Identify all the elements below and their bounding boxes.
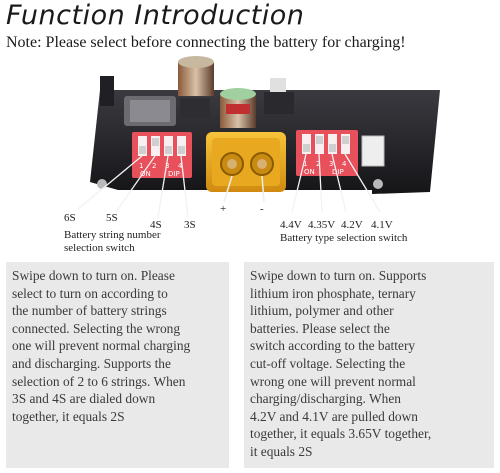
panel-line: batteries. Please select the (250, 320, 390, 336)
panel-line: it equals 2S (250, 443, 313, 459)
panel-line: together, it equals 2S (12, 408, 125, 424)
dip-number: 1 (139, 162, 143, 170)
panel-line: the number of battery strings (12, 303, 167, 319)
plus-terminal-label: + (220, 203, 226, 215)
panel-line: cut-off voltage. Selecting the (250, 355, 406, 371)
minus-terminal-label: - (260, 203, 264, 215)
dip-on-label: ON (140, 170, 151, 178)
string-caption-line-1: Battery string number (64, 229, 161, 241)
panel-line: together, it equals 3.65V together, (250, 426, 432, 442)
voltage-label-4-35v: 4.35V (308, 219, 336, 231)
dip-dip-label: DIP (332, 168, 344, 176)
voltage-label-4-4v: 4.4V (280, 219, 302, 231)
voltage-label-4-1v: 4.1V (371, 219, 393, 231)
panel-line: Swipe down to turn on. Please (12, 268, 175, 283)
panel-line: selection of 2 to 6 strings. When (12, 373, 186, 389)
panel-line: wrong one will prevent normal (250, 373, 416, 389)
panel-line: Swipe down to turn on. Supports (250, 268, 427, 283)
voltage-info-panel: Swipe down to turn on. Supports lithium … (244, 262, 494, 468)
dip-number: 1 (303, 160, 307, 168)
dip-number: 4 (178, 162, 183, 170)
dip-number: 3 (329, 160, 333, 168)
string-label-5s: 5S (106, 212, 118, 224)
voltage-dip-switch: 1 2 3 4 ON DIP (296, 130, 358, 176)
string-label-4s: 4S (150, 219, 162, 231)
pointer-lines (77, 153, 381, 218)
dip-on-label: ON (304, 168, 315, 176)
panel-line: lithium, polymer and other (250, 303, 394, 319)
panel-line: connected. Selecting the wrong (12, 320, 181, 336)
dip-number: 2 (152, 162, 156, 170)
xt60-connector (206, 132, 286, 192)
string-caption-line-2: selection switch (64, 242, 135, 254)
capacitor-1 (178, 56, 214, 96)
string-dip-switch: 1 2 3 4 ON DIP (132, 132, 192, 178)
voltage-label-4-2v: 4.2V (341, 219, 363, 231)
charging-note: Note: Please select before connecting th… (6, 34, 406, 51)
panel-line: and discharging. Supports the (12, 355, 171, 371)
panel-line: lithium iron phosphate, ternary (250, 285, 416, 301)
dip-number: 3 (165, 162, 169, 170)
panel-line: switch according to the battery (250, 338, 416, 354)
string-label-3s: 3S (184, 219, 196, 231)
dip-number: 4 (342, 160, 347, 168)
string-info-panel: Swipe down to turn on. Please select to … (6, 262, 229, 468)
string-label-6s: 6S (64, 212, 76, 224)
capacitor-2 (220, 88, 256, 128)
dip-number: 2 (316, 160, 320, 168)
panel-line: 4.2V and 4.1V are pulled down (250, 408, 418, 424)
circuit-board-photo: 1 2 3 4 ON DIP 1 2 3 4 ON DIP + - (77, 56, 440, 218)
page-title: Function Introduction (6, 0, 305, 31)
voltage-caption: Battery type selection switch (280, 232, 408, 244)
dip-dip-label: DIP (168, 170, 180, 178)
panel-line: charging/discharging. When (250, 391, 401, 407)
panel-line: select to turn on according to (12, 285, 168, 301)
panel-line: 3S and 4S are dialed down (12, 391, 156, 407)
panel-line: one will prevent normal charging (12, 338, 191, 354)
